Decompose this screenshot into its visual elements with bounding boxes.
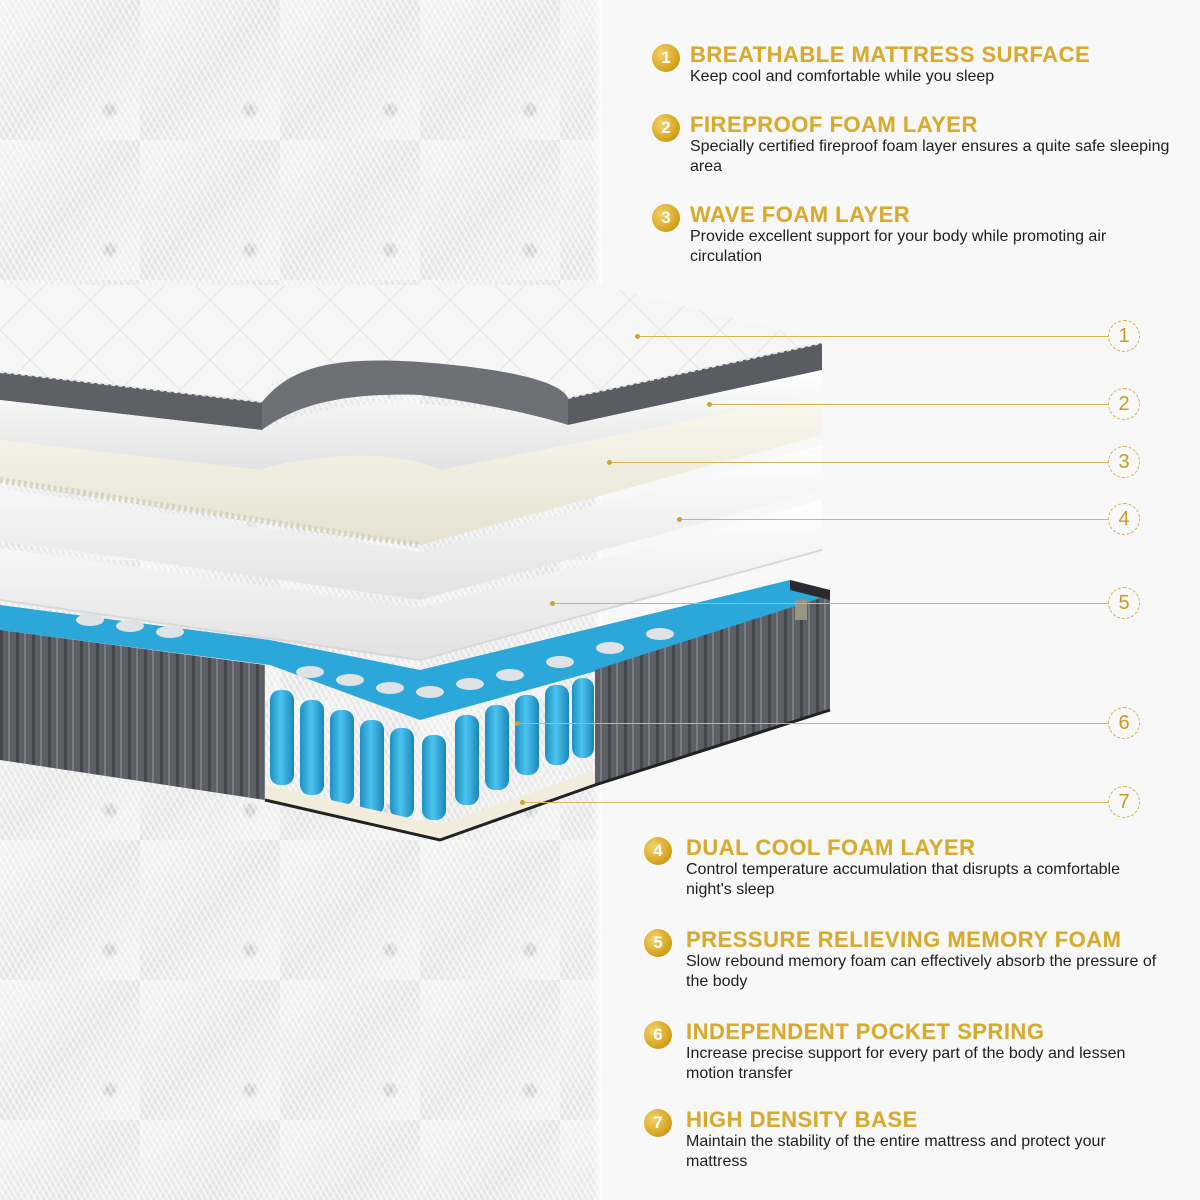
number-badge-icon: 6 bbox=[644, 1021, 672, 1049]
number-badge-icon: 5 bbox=[644, 929, 672, 957]
anchor-dot-2 bbox=[707, 402, 712, 407]
feature-description: Keep cool and comfortable while you slee… bbox=[690, 68, 995, 85]
callout-6: 6 bbox=[1108, 707, 1140, 739]
quilted-fabric-background bbox=[0, 0, 602, 1200]
callout-7: 7 bbox=[1108, 786, 1140, 818]
feature-description: Slow rebound memory foam can effectively… bbox=[686, 953, 1157, 990]
feature-title: PRESSURE RELIEVING MEMORY FOAM bbox=[686, 927, 1122, 952]
callout-5: 5 bbox=[1108, 587, 1140, 619]
anchor-dot-4 bbox=[677, 517, 682, 522]
callout-2: 2 bbox=[1108, 388, 1140, 420]
anchor-dot-3 bbox=[607, 460, 612, 465]
callout-3: 3 bbox=[1108, 446, 1140, 478]
anchor-dot-5 bbox=[550, 601, 555, 606]
leader-line-3 bbox=[610, 462, 1110, 463]
feature-title: FIREPROOF FOAM LAYER bbox=[690, 112, 978, 137]
number-badge-icon: 7 bbox=[644, 1109, 672, 1137]
feature-description: Maintain the stability of the entire mat… bbox=[686, 1133, 1106, 1170]
feature-description: Provide excellent support for your body … bbox=[690, 228, 1107, 265]
number-badge-icon: 2 bbox=[652, 114, 680, 142]
feature-title: BREATHABLE MATTRESS SURFACE bbox=[690, 42, 1091, 67]
anchor-dot-6 bbox=[515, 721, 520, 726]
feature-title: DUAL COOL FOAM LAYER bbox=[686, 835, 976, 860]
feature-title: HIGH DENSITY BASE bbox=[686, 1107, 918, 1132]
leader-line-6 bbox=[518, 723, 1110, 724]
feature-title: INDEPENDENT POCKET SPRING bbox=[686, 1019, 1045, 1044]
leader-line-2 bbox=[710, 404, 1110, 405]
feature-description: Increase precise support for every part … bbox=[686, 1045, 1126, 1082]
anchor-dot-1 bbox=[635, 334, 640, 339]
callout-1: 1 bbox=[1108, 320, 1140, 352]
number-badge-icon: 1 bbox=[652, 44, 680, 72]
feature-title: WAVE FOAM LAYER bbox=[690, 202, 911, 227]
anchor-dot-7 bbox=[520, 800, 525, 805]
leader-line-4 bbox=[680, 519, 1110, 520]
number-badge-icon: 4 bbox=[644, 837, 672, 865]
leader-line-5 bbox=[553, 603, 1110, 604]
callout-4: 4 bbox=[1108, 503, 1140, 535]
feature-description: Control temperature accumulation that di… bbox=[686, 861, 1120, 898]
number-badge-icon: 3 bbox=[652, 204, 680, 232]
leader-line-7 bbox=[523, 802, 1110, 803]
feature-description: Specially certified fireproof foam layer… bbox=[690, 138, 1170, 175]
leader-line-1 bbox=[638, 336, 1110, 337]
